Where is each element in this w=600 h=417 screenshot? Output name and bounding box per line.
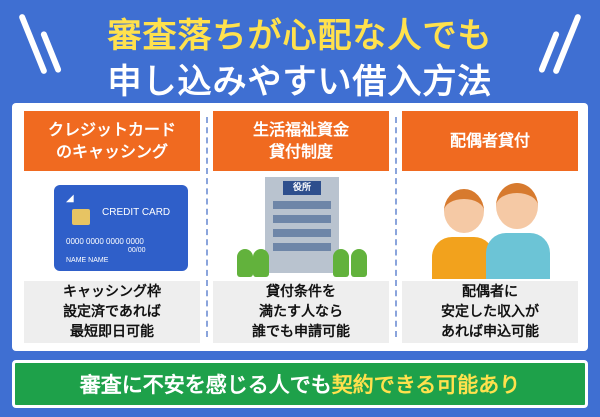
card-chip-icon — [72, 209, 90, 225]
card-contactless-icon: ◢ — [66, 193, 74, 204]
desc-line: 配偶者に — [462, 284, 518, 300]
tree-icon — [237, 249, 253, 277]
title-line-2: 申し込みやすい借入方法 — [107, 62, 493, 102]
column-divider — [206, 117, 208, 337]
card-label: CREDIT CARD — [102, 207, 171, 218]
desc-line: 最短即日可能 — [70, 324, 154, 340]
heading-line: 生活福祉資金 — [252, 120, 349, 139]
method-welfare-fund: 生活福祉資金 貸付制度 役所 貸付条件を 満たす人なら 誰でも申請可能 — [207, 111, 395, 343]
method-description: 配偶者に 安定した収入が あれば申込可能 — [402, 281, 578, 343]
heading-line: 配偶者貸付 — [449, 131, 530, 150]
building-sign: 役所 — [283, 181, 321, 195]
couple-image — [426, 177, 556, 279]
column-divider — [395, 117, 397, 337]
bottom-banner: 審査に不安を感じる人でも契約できる可能あり — [12, 360, 588, 408]
window-row — [273, 215, 331, 223]
desc-line: 満たす人なら — [259, 304, 343, 320]
method-heading: 配偶者貸付 — [402, 111, 578, 171]
card-expiry: 00/00 — [128, 247, 146, 254]
window-row — [273, 229, 331, 237]
card-name: NAME NAME — [66, 257, 109, 264]
building-icon: 役所 — [265, 177, 339, 273]
banner-text-yellow: 契約できる可能あり — [331, 373, 521, 397]
heading-line: 貸付制度 — [268, 142, 333, 161]
desc-line: 設定済であれば — [63, 304, 161, 320]
desc-line: 貸付条件を — [266, 284, 336, 300]
desc-line: あれば申込可能 — [441, 324, 539, 340]
method-description: 貸付条件を 満たす人なら 誰でも申請可能 — [213, 281, 389, 343]
desc-line: 誰でも申請可能 — [252, 324, 350, 340]
card-number: 0000 0000 0000 0000 — [66, 237, 144, 246]
desc-line: 安定した収入が — [441, 304, 539, 320]
woman-head-icon — [444, 189, 484, 233]
banner-text-white: 審査に不安を感じる人でも — [79, 373, 332, 397]
heading-line: のキャッシング — [55, 142, 168, 161]
government-building-image: 役所 — [235, 177, 369, 277]
credit-card-image: ◢ CREDIT CARD 0000 0000 0000 0000 00/00 … — [54, 185, 188, 271]
tree-icon — [351, 249, 367, 277]
man-icon — [486, 233, 550, 279]
tree-icon — [333, 249, 349, 277]
title-line-1: 審査落ちが心配な人でも — [107, 16, 493, 56]
heading-line: クレジットカード — [47, 120, 176, 139]
method-description: キャッシング枠 設定済であれば 最短即日可能 — [24, 281, 200, 343]
method-heading: 生活福祉資金 貸付制度 — [213, 111, 389, 171]
tree-icon — [253, 249, 269, 277]
woman-icon — [432, 237, 494, 279]
methods-panel: クレジットカード のキャッシング ◢ CREDIT CARD 0000 0000… — [12, 103, 588, 351]
method-credit-card: クレジットカード のキャッシング ◢ CREDIT CARD 0000 0000… — [18, 111, 206, 343]
desc-line: キャッシング枠 — [63, 284, 161, 300]
window-row — [273, 201, 331, 209]
method-spouse-loan: 配偶者貸付 配偶者に 安定した収入が あれば申込可能 — [396, 111, 584, 343]
window-row — [273, 243, 331, 251]
man-head-icon — [496, 183, 538, 229]
method-heading: クレジットカード のキャッシング — [24, 111, 200, 171]
